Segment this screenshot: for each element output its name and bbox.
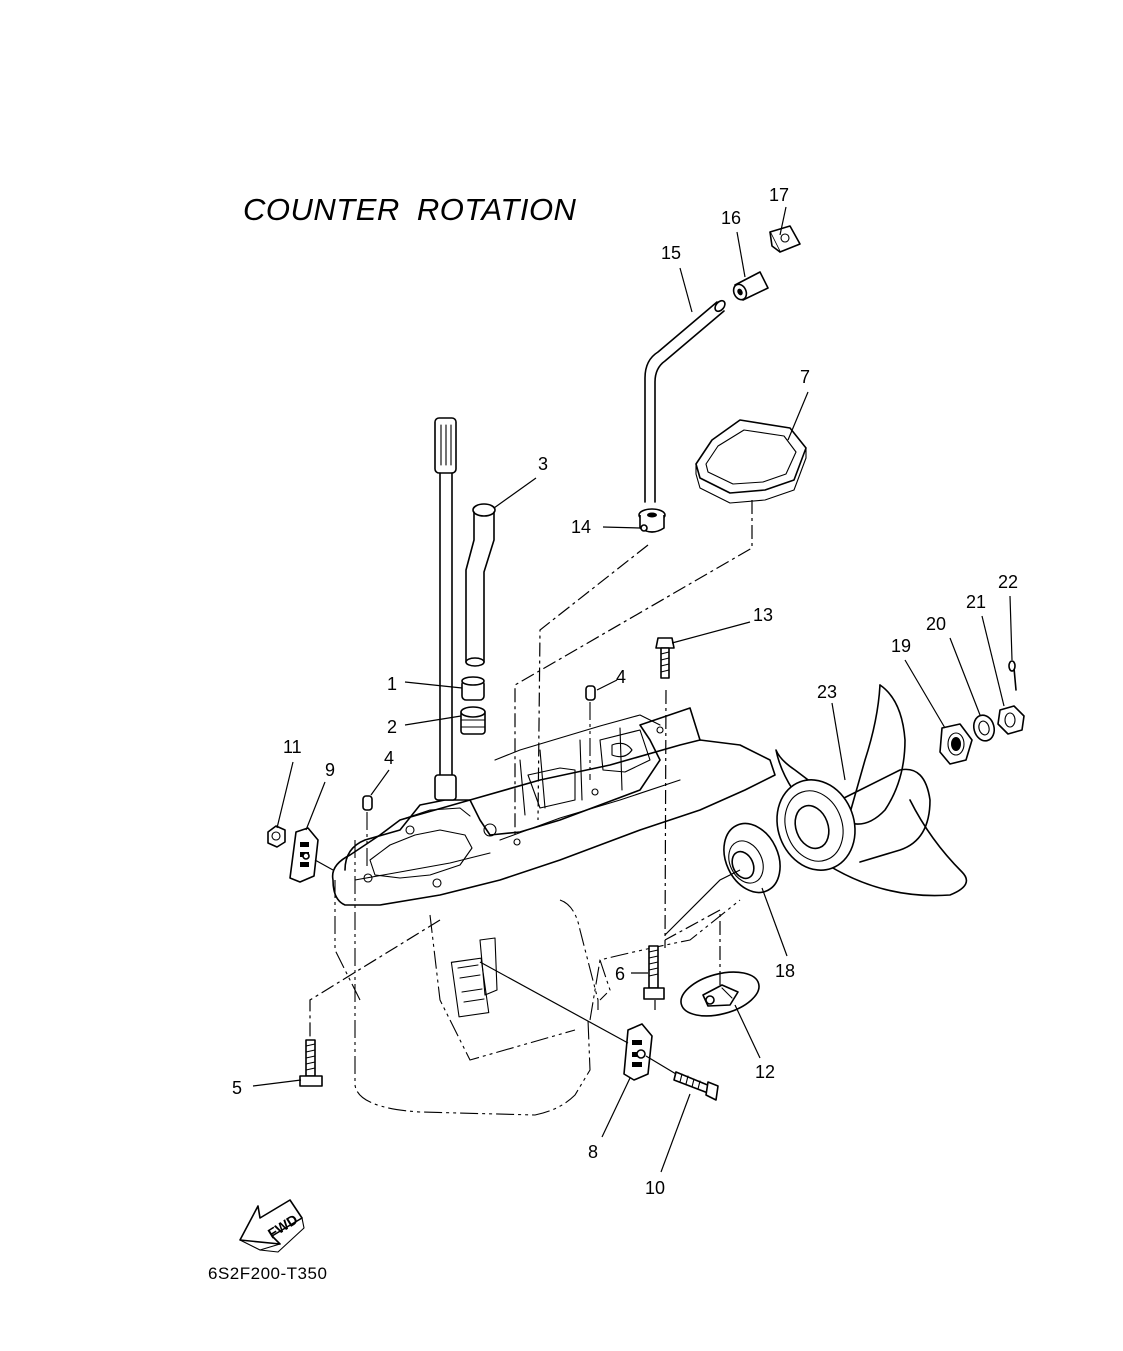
callout-7: 7: [800, 367, 810, 387]
bolt-13: [655, 637, 675, 679]
callout-3: 3: [538, 454, 548, 474]
callout-4-b: 4: [616, 667, 626, 687]
callout-14: 14: [571, 517, 591, 537]
propeller: [775, 684, 968, 897]
washer: [972, 714, 996, 742]
callout-19: 19: [891, 636, 911, 656]
dowel-pin-a: [362, 795, 373, 870]
bolt-5: [299, 1039, 323, 1087]
anode-8: [623, 1023, 653, 1081]
callout-11: 11: [283, 737, 302, 757]
callout-18: 18: [775, 961, 795, 981]
screw-10: [673, 1071, 719, 1101]
callout-22: 22: [998, 572, 1018, 592]
sleeve: [732, 271, 769, 301]
water-pipe: [644, 299, 726, 503]
seal: [460, 706, 486, 735]
clip-nut: [769, 225, 801, 253]
callout-12: 12: [755, 1062, 775, 1082]
diagram-code: 6S2F200-T350: [208, 1264, 328, 1283]
lower-case-housing: [331, 707, 776, 1116]
callout-6: 6: [615, 964, 625, 984]
nut-11: [267, 825, 286, 848]
thrust-washer: [723, 822, 781, 894]
callout-10: 10: [645, 1178, 665, 1198]
drive-shaft: [434, 417, 457, 801]
callout-23: 23: [817, 682, 837, 702]
nozzle: [638, 508, 666, 533]
grommet: [461, 676, 485, 701]
callout-9: 9: [325, 760, 335, 780]
callout-20: 20: [926, 614, 946, 634]
callout-2: 2: [387, 717, 397, 737]
callout-5: 5: [232, 1078, 242, 1098]
bolt-6: [643, 945, 665, 1000]
callout-17: 17: [769, 185, 789, 205]
callout-15: 15: [661, 243, 681, 263]
callout-4-a: 4: [384, 748, 394, 768]
trim-tab: [680, 971, 760, 1017]
anode-9: [289, 827, 319, 883]
callout-13: 13: [753, 605, 773, 625]
assembly-lines: [309, 500, 753, 1075]
callout-1: 1: [387, 674, 397, 694]
callout-labels: 1 2 3 4 4 5 6 7 8 9 10 11 12 13 14 15 16…: [232, 185, 1018, 1198]
spacer: [939, 723, 973, 765]
dowel-pin-b: [585, 685, 596, 780]
forward-arrow-icon: FWD: [239, 1199, 305, 1253]
gasket: [695, 419, 807, 504]
cotter-pin: [1008, 660, 1017, 691]
propeller-nut: [997, 705, 1025, 735]
water-tube: [465, 503, 496, 667]
callout-16: 16: [721, 208, 741, 228]
diagram-title: COUNTER ROTATION: [243, 192, 577, 227]
callout-8: 8: [588, 1142, 598, 1162]
callout-leaders: [252, 206, 1013, 1173]
callout-21: 21: [966, 592, 986, 612]
